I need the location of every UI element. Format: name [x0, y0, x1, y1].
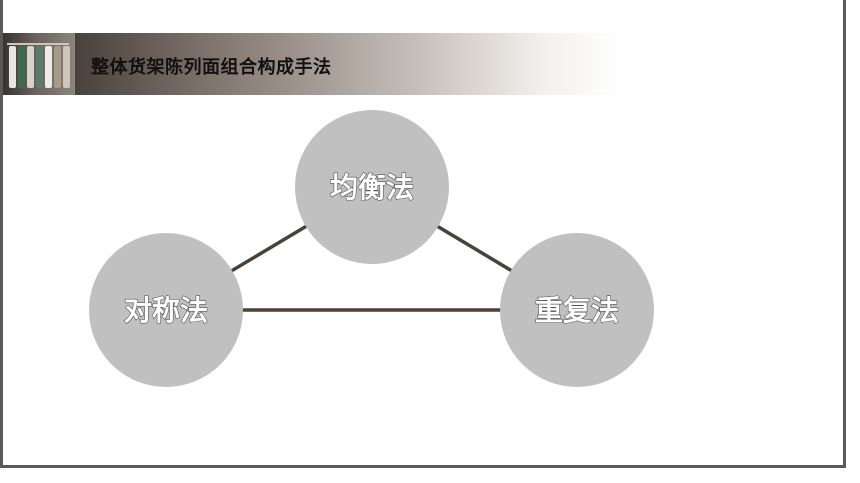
rack-bar	[7, 43, 69, 45]
frame-bottom-border	[0, 465, 846, 468]
node-circle	[89, 233, 243, 387]
node-circle	[500, 233, 654, 387]
frame-right-border	[843, 0, 846, 468]
garment-shape	[36, 46, 43, 88]
node-label: 对称法	[124, 294, 208, 327]
garment-shape	[27, 46, 34, 88]
title-banner: 整体货架陈列面组合构成手法	[3, 33, 623, 95]
garment-shape	[18, 46, 25, 88]
node-repetition: 重复法	[500, 233, 654, 387]
node-balance: 均衡法	[295, 110, 449, 264]
garment-shape	[54, 46, 61, 88]
garment-shape	[63, 46, 70, 88]
page-title: 整体货架陈列面组合构成手法	[91, 57, 332, 78]
node-symmetry: 对称法	[89, 233, 243, 387]
frame-left-border	[0, 0, 3, 468]
clothing-rack-image	[3, 33, 75, 95]
garment-shape	[45, 46, 52, 88]
node-circle	[295, 110, 449, 264]
garment-shape	[9, 46, 16, 88]
node-label: 均衡法	[330, 171, 414, 204]
node-label: 重复法	[535, 294, 619, 327]
